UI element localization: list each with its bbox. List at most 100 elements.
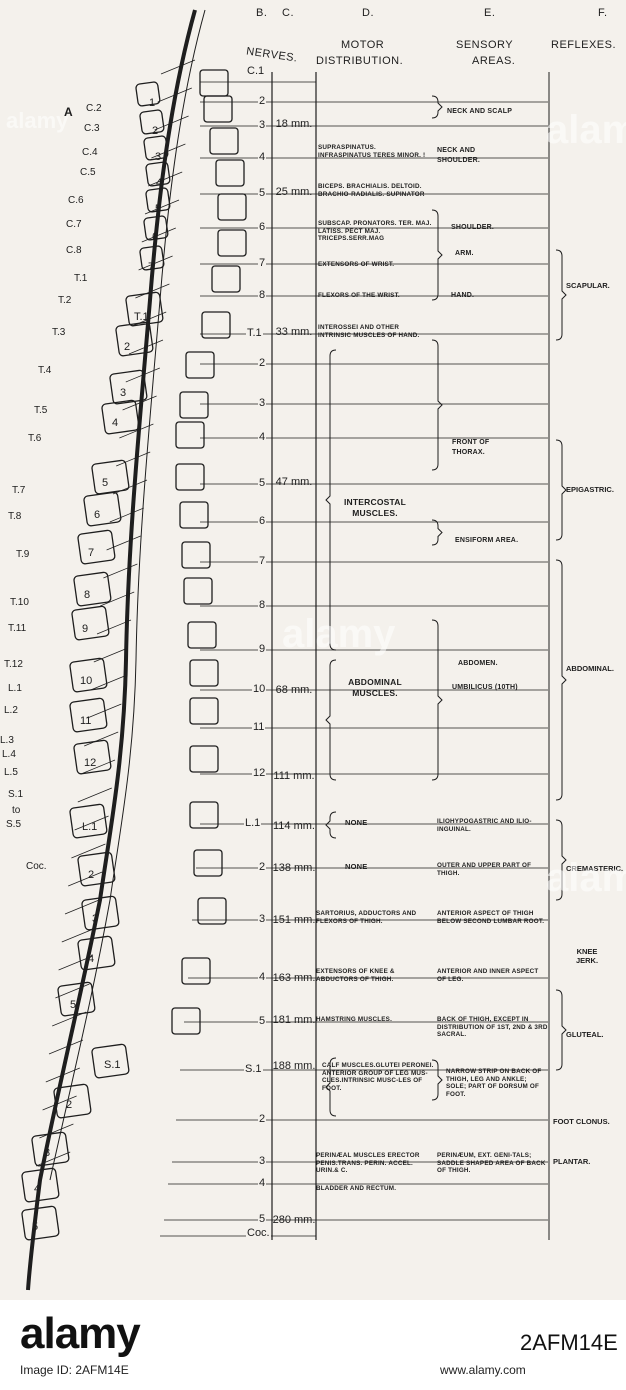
distance-c5: 25 mm. xyxy=(275,186,313,198)
nerve-root-21 xyxy=(93,647,128,663)
nerve-level-t12: 12 xyxy=(252,767,267,779)
vertebral-body-20 xyxy=(77,851,116,887)
stock-image-id-large: 2AFM14E xyxy=(520,1330,618,1355)
distance-t1: 33 mm. xyxy=(275,326,313,338)
sensory-neck-shoulder: NECK AND SHOULDER. xyxy=(437,147,481,164)
nerve-level-c1: C.1 xyxy=(246,65,266,77)
cord-label-c5: C.5 xyxy=(80,167,96,178)
sensory-umbilicus: UMBILICUS (10TH) xyxy=(452,684,518,691)
nerve-root-35 xyxy=(48,1039,84,1055)
reflex-cremasteric: CREMASTERIC. xyxy=(566,864,624,873)
nerve-root-13 xyxy=(119,423,154,439)
sensory-anterior-leg: ANTERIOR AND INNER ASPECT OF LEG. xyxy=(437,968,539,983)
cord-label-l4: L.4 xyxy=(2,749,16,760)
nerve-root-34 xyxy=(52,1011,87,1027)
reflex-brace-1 xyxy=(555,439,567,541)
vertebral-body-17 xyxy=(69,697,108,733)
vertebral-body-16 xyxy=(69,657,108,693)
vertebra-s5-label: 5 xyxy=(32,1221,39,1233)
nerve-root-39 xyxy=(36,1151,71,1167)
cord-label-c4: C.4 xyxy=(82,147,98,158)
nerve-root-2 xyxy=(154,115,189,131)
nerve-root-38 xyxy=(39,1123,74,1139)
motor-l4: EXTENSORS OF KNEE & ABDUCTORS OF THIGH. xyxy=(316,968,395,983)
nerve-root-26 xyxy=(77,787,112,803)
vertebral-body-1 xyxy=(139,109,165,135)
watermark-center: alamy xyxy=(282,612,396,656)
nerve-root-15 xyxy=(112,479,148,495)
nerve-level-c8: 8 xyxy=(258,289,267,301)
motor-brace-1 xyxy=(325,659,337,781)
motor-l2: NONE xyxy=(345,862,368,871)
nerve-root-20 xyxy=(96,619,132,635)
reflex-brace-3 xyxy=(555,819,567,901)
spinous-process-3 xyxy=(215,159,245,187)
distance-t5: 47 mm. xyxy=(275,476,313,488)
cord-label-c6: C.6 xyxy=(68,195,84,206)
nerve-level-t8: 8 xyxy=(258,599,267,611)
vertebral-body-9 xyxy=(109,369,148,405)
vertebra-t5-label: 5 xyxy=(102,477,109,489)
spinous-process-12 xyxy=(179,501,209,529)
stock-image-id: Image ID: 2AFM14E xyxy=(20,1363,129,1377)
spinous-process-2 xyxy=(209,127,239,155)
sensory-iliohypogastric: ILIOHYPOGASTRIC AND ILIO-INGUINAL. xyxy=(437,818,532,833)
sensory-ensiform: ENSIFORM AREA. xyxy=(455,537,519,544)
reflex-abdominal: ABDOMINAL. xyxy=(566,664,614,673)
distance-t12: 111 mm. xyxy=(273,770,315,782)
vertebra-t9-label: 9 xyxy=(82,623,89,635)
sensory-back-thigh: BACK OF THIGH, EXCEPT IN DISTRIBUTION OF… xyxy=(437,1016,548,1038)
vertebra-s4-label: 4 xyxy=(34,1183,41,1195)
sensory-title-2: AREAS. xyxy=(472,55,516,67)
vertebra-l5-label: 5 xyxy=(70,999,77,1011)
nerve-level-l4: 4 xyxy=(258,971,267,983)
reflex-brace-4 xyxy=(555,989,567,1071)
vertebra-t8-label: 8 xyxy=(84,589,91,601)
vertebra-l4-label: 4 xyxy=(88,953,95,965)
vertebral-body-13 xyxy=(77,529,116,565)
nerve-level-l1: L.1 xyxy=(244,817,262,829)
cord-label-to: to xyxy=(12,805,21,816)
nerve-level-l3: 3 xyxy=(258,913,267,925)
spinous-process-4 xyxy=(217,193,247,221)
motor-c5: BICEPS. BRACHIALIS. DELTOID. BRACHIO-RAD… xyxy=(318,183,425,198)
vertebra-t10-label: 10 xyxy=(80,675,93,687)
motor-t1: INTEROSSEI AND OTHER INTRINSIC MUSCLES O… xyxy=(318,324,420,339)
spinous-process-5 xyxy=(217,229,247,257)
spinous-process-6 xyxy=(211,265,241,293)
nerve-level-s5: 5 xyxy=(258,1213,267,1225)
cord-label-s1: S.1 xyxy=(8,789,24,800)
cord-label-l5: L.5 xyxy=(4,767,18,778)
vertebral-body-10 xyxy=(101,399,140,435)
nerve-root-3 xyxy=(151,143,186,159)
vertebra-l1-label: L.1 xyxy=(82,821,98,833)
reflex-plantar: PLANTAR. xyxy=(553,1157,591,1166)
nerve-root-16 xyxy=(109,507,144,523)
cord-label-t3: T.3 xyxy=(52,327,66,338)
nerve-root-19 xyxy=(100,591,135,607)
distance-l5: 181 mm. xyxy=(272,1014,316,1026)
sensory-brace-2 xyxy=(431,339,443,471)
nerve-level-c3: 3 xyxy=(258,119,267,131)
nerve-level-t9: 9 xyxy=(258,643,267,655)
vertebral-body-18 xyxy=(73,739,112,775)
vertebra-t7-label: 7 xyxy=(88,547,95,559)
vertebral-body-23 xyxy=(57,981,96,1017)
cord-label-l1: L.1 xyxy=(8,683,22,694)
vertebra-l3-label: 3 xyxy=(92,913,99,925)
nerve-root-32 xyxy=(58,955,93,971)
cord-label-t5: T.5 xyxy=(34,405,48,416)
nerve-root-4 xyxy=(148,171,183,187)
nerve-level-coc: Coc. xyxy=(246,1227,271,1239)
nerve-root-23 xyxy=(87,703,122,719)
spinous-process-0 xyxy=(199,69,229,97)
spinous-process-16 xyxy=(189,659,219,687)
vertebral-body-3 xyxy=(145,161,171,187)
vertebral-body-24 xyxy=(91,1043,130,1079)
vertebral-body-2 xyxy=(143,135,169,161)
nerve-level-c7: 7 xyxy=(258,257,267,269)
cord-label-t2: T.2 xyxy=(58,295,72,306)
vertebra-c2-label: 2 xyxy=(152,125,159,137)
nerve-root-37 xyxy=(42,1095,77,1111)
sensory-brace-1 xyxy=(431,209,443,301)
